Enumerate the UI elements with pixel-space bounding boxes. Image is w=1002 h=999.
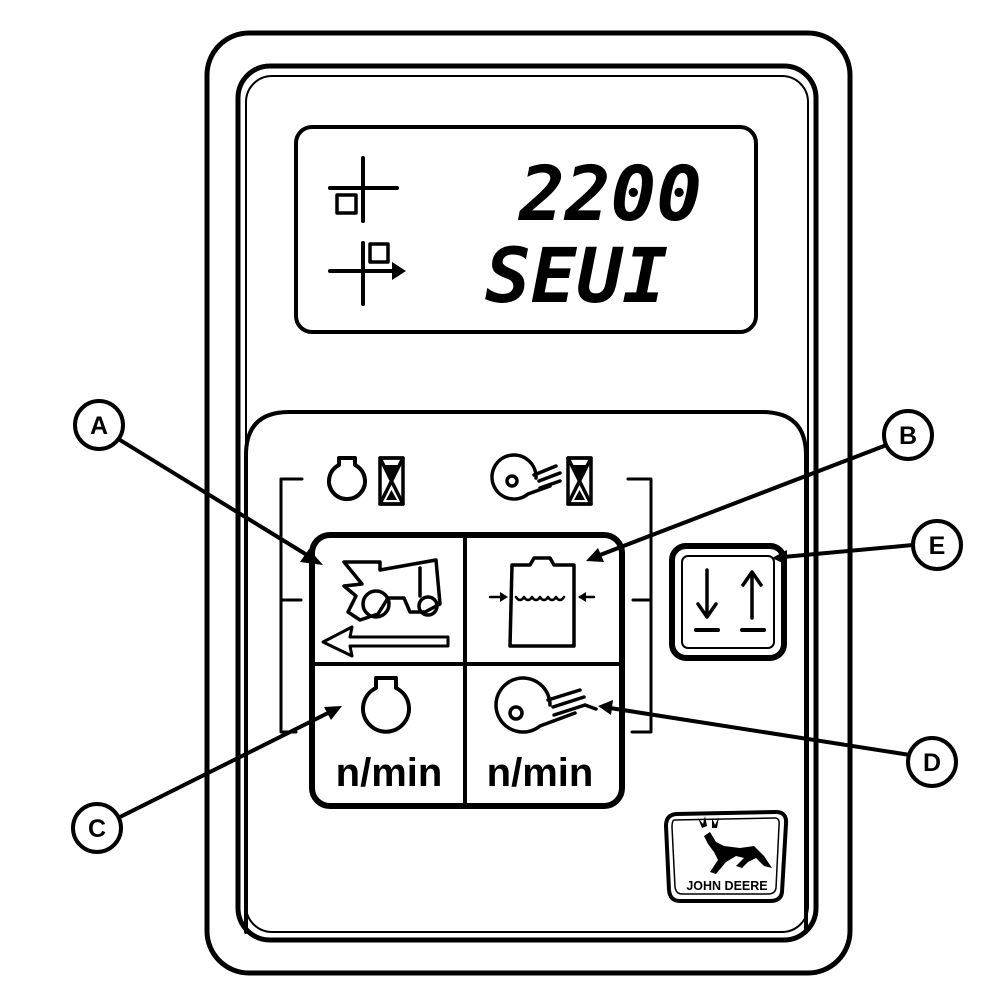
button-c-engine-rpm[interactable]: n/min bbox=[314, 666, 464, 804]
callout-c-label: C bbox=[88, 815, 106, 843]
button-c-label: n/min bbox=[336, 751, 443, 795]
button-b-grain-tank[interactable] bbox=[466, 537, 620, 663]
hourglass-indicator-right-icon bbox=[566, 456, 593, 506]
callout-b: B bbox=[882, 409, 934, 461]
callout-d: D bbox=[906, 736, 958, 788]
header-position-icon bbox=[328, 156, 399, 223]
hourglass-indicator-left-icon bbox=[378, 456, 405, 506]
fan-icon bbox=[494, 676, 598, 734]
callout-e-label: E bbox=[929, 532, 946, 560]
lcd-display: 2200 SEUI bbox=[294, 125, 758, 334]
engine-indicator-icon bbox=[327, 456, 367, 502]
header-move-icon bbox=[328, 241, 406, 306]
callout-e: E bbox=[911, 519, 963, 571]
display-line-2: SEUI bbox=[485, 231, 668, 320]
button-e-lower-raise[interactable] bbox=[669, 543, 787, 661]
button-a-combine[interactable] bbox=[314, 537, 464, 663]
callout-leaders bbox=[116, 438, 915, 820]
deer-icon bbox=[698, 816, 772, 874]
callout-d-label: D bbox=[923, 749, 941, 777]
button-d-fan-rpm[interactable]: n/min bbox=[466, 666, 620, 804]
fan-indicator-icon bbox=[490, 453, 562, 501]
lower-raise-icon bbox=[694, 568, 766, 632]
keypad-area-frame bbox=[244, 410, 808, 934]
panel-inner-frame bbox=[235, 63, 819, 943]
lcd-window bbox=[294, 125, 758, 334]
display-line-1: 2200 bbox=[517, 149, 702, 238]
grain-tank-icon bbox=[488, 556, 596, 648]
john-deere-logo: JOHN DEERE bbox=[664, 810, 789, 903]
combine-harvester-icon bbox=[321, 558, 450, 658]
callout-a-label: A bbox=[90, 412, 108, 440]
panel-outer-frame bbox=[204, 30, 853, 976]
logo-text: JOHN DEERE bbox=[686, 879, 767, 893]
callout-a: A bbox=[73, 399, 125, 451]
callout-b-label: B bbox=[899, 422, 917, 450]
button-d-label: n/min bbox=[487, 751, 594, 795]
keypad: n/min n/min bbox=[309, 532, 625, 809]
callout-c: C bbox=[71, 802, 123, 854]
engine-icon bbox=[361, 676, 411, 734]
